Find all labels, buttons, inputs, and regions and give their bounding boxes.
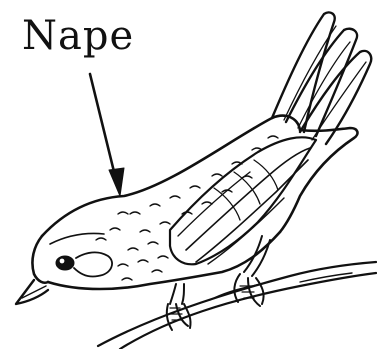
branch <box>98 262 376 349</box>
eye <box>50 233 112 276</box>
tail-feathers <box>272 12 371 144</box>
nape-label: Nape <box>22 12 134 60</box>
legs <box>167 236 270 330</box>
nape-pointer-arrow <box>90 74 124 196</box>
wing <box>170 137 316 264</box>
